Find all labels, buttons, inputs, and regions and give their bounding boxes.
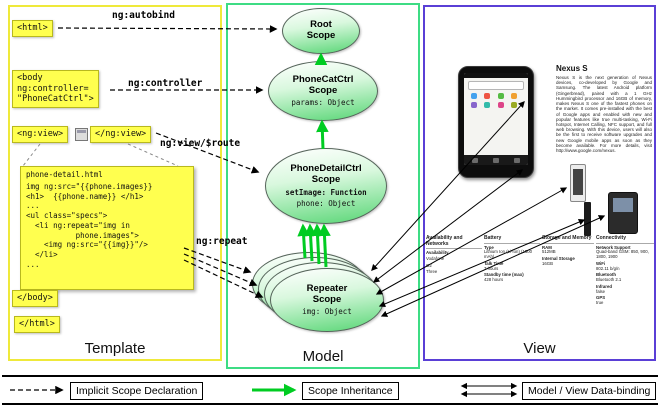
root-scope-title: Root Scope — [306, 19, 336, 41]
model-panel-label: Model — [302, 348, 344, 365]
spec-row: Three — [426, 269, 438, 275]
spec-header: Battery — [484, 235, 540, 244]
phonecatctrl-scope-prop: params: Object — [291, 98, 355, 108]
spec-row: Standby time (max)428 hours — [484, 272, 524, 283]
template-panel: Template — [8, 5, 222, 361]
phone-image — [458, 66, 534, 178]
phonedetailctrl-setimage-prop: setImage: Function — [285, 187, 367, 197]
legend-scope-inheritance-label: Scope Inheritance — [302, 382, 399, 400]
spec-header: Availability and Networks — [426, 235, 482, 249]
phonedetailctrl-scope-title: PhoneDetailCtrl Scope — [290, 163, 362, 185]
view-panel: View — [423, 5, 656, 361]
repeater-scope-node-front: Repeater Scope img: Object — [270, 268, 384, 332]
ng-view-route-label: ng:view/$route — [160, 138, 241, 149]
phonecatctrl-scope-title: PhoneCatCtrl Scope — [292, 73, 354, 96]
phone-spec-table: Availability and Networks Availability V… — [426, 235, 654, 307]
phone-name: Nexus S — [556, 64, 588, 73]
spec-column-availability: Availability and Networks Availability V… — [426, 235, 482, 307]
spec-header: Storage and Memory — [542, 235, 594, 244]
html-open-tag: <html> — [12, 20, 53, 37]
code-box-body: img ng:src="{{phone.images}} <h1> {{phon… — [26, 181, 153, 269]
template-panel-label: Template — [84, 340, 146, 357]
view-panel-label: View — [523, 340, 556, 357]
code-box-title: phone-detail.html — [26, 170, 103, 179]
phone-description: Nexus S is the next generation of Nexus … — [556, 75, 652, 154]
phone-screen — [464, 73, 528, 165]
body-close-tag: </body> — [12, 290, 58, 307]
legend-implicit-scope-label: Implicit Scope Declaration — [70, 382, 204, 400]
view-placeholder-icon — [75, 128, 88, 141]
phone-detail-code-box: phone-detail.html img ng:src="{{phone.im… — [20, 166, 194, 290]
phone-app-grid — [471, 93, 521, 108]
root-scope-node: Root Scope — [282, 8, 360, 54]
ng-autobind-label: ng:autobind — [112, 10, 175, 21]
ng-view-close-tag: </ng:view> — [90, 126, 152, 143]
phonedetailctrl-scope-node: PhoneDetailCtrl Scope setImage: Function… — [265, 148, 387, 224]
spec-header: Connectivity — [596, 235, 654, 244]
body-open-tag: <body ng:controller= "PhoneCatCtrl"> — [12, 70, 99, 108]
phone-detail-text: Nexus S Nexus S is the next generation o… — [556, 64, 652, 153]
spec-row: O2 — [426, 262, 432, 268]
phone-dock — [464, 155, 528, 165]
legend-data-binding-label: Model / View Data-binding — [522, 382, 657, 400]
spec-row: Vodafone — [426, 256, 445, 262]
phonecatctrl-scope-node: PhoneCatCtrl Scope params: Object — [268, 61, 378, 121]
phone-status-bar — [464, 73, 528, 78]
phone-search-widget — [468, 81, 524, 90]
repeater-scope-title: Repeater Scope — [306, 282, 348, 305]
ng-view-open-tag: <ng:view> — [12, 126, 69, 143]
phone-thumbnail-profile — [584, 202, 591, 236]
phone-thumbnail-back — [608, 192, 638, 234]
ng-repeat-label: ng:repeat — [196, 236, 248, 247]
phone-thumbnail-side — [570, 164, 586, 202]
html-close-tag: </html> — [14, 316, 60, 333]
repeater-scope-prop: img: Object — [302, 307, 352, 317]
spec-row: Availability — [426, 250, 449, 255]
ng-controller-label: ng:controller — [128, 78, 203, 89]
phonedetailctrl-phone-prop: phone: Object — [296, 198, 356, 208]
